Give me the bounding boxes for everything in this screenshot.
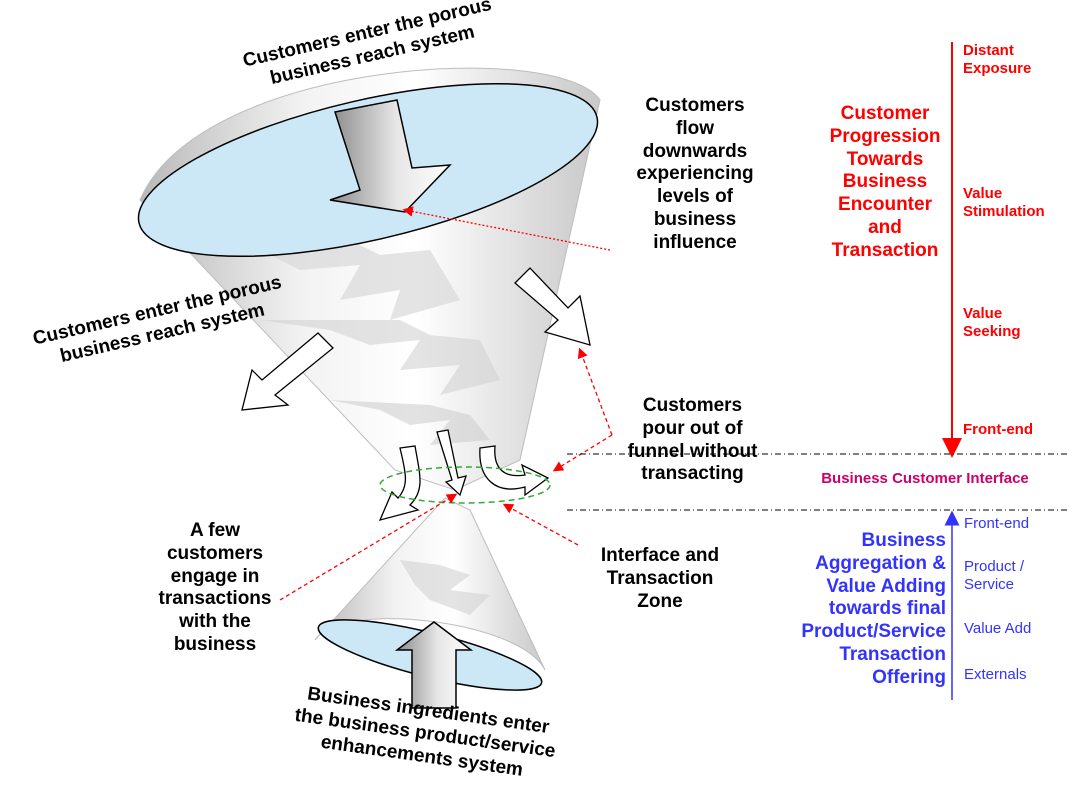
throat-arrow-center <box>436 429 467 497</box>
funnel-inner-shade-2 <box>260 320 500 395</box>
business-customer-interface-label: Business Customer Interface <box>821 470 1029 487</box>
funnel-inner-shade-3 <box>330 400 490 445</box>
funnel-inner-shade-1 <box>190 240 460 320</box>
bottom-up-arrow <box>394 621 474 709</box>
label-pour-out: Customers pour out of funnel without tra… <box>627 395 758 485</box>
stage-front-end-red: Front-end <box>963 421 1033 438</box>
pointer-few-engage <box>279 493 458 601</box>
throat-arrow-left <box>378 445 421 521</box>
stage-value-seeking: Value Seeking <box>963 305 1021 340</box>
stage-value-stimulation: Value Stimulation <box>963 185 1045 220</box>
label-interface-zone: Interface and Transaction Zone <box>600 545 720 612</box>
pointer-interface-zone <box>502 503 579 546</box>
stage-distant-exposure: Distant Exposure <box>963 42 1032 77</box>
stage-front-end-blue: Front-end <box>964 515 1030 532</box>
lower-inner-shade <box>400 560 490 615</box>
top-entry-arrow <box>329 99 452 213</box>
label-few-engage: A few customers engage in transactions w… <box>158 520 272 655</box>
throat-arrow-right <box>479 445 550 497</box>
progression-title: Customer Progression Towards Business En… <box>829 103 941 261</box>
aggregation-title: Business Aggregation & Value Adding towa… <box>801 530 946 688</box>
pointer-pour-out-lower <box>552 434 613 472</box>
stage-value-add: Value Add <box>964 620 1032 637</box>
stage-product-service: Product / Service <box>964 558 1025 593</box>
stage-externals: Externals <box>964 666 1027 683</box>
interface-zone-ellipse <box>379 466 551 504</box>
outflow-arrow-right <box>514 267 591 346</box>
label-flow-down: Customers flow downwards experiencing le… <box>636 95 754 253</box>
outflow-arrow-left <box>241 332 334 411</box>
pointer-pour-out-upper <box>577 347 613 436</box>
pointer-flow-down <box>402 206 611 251</box>
